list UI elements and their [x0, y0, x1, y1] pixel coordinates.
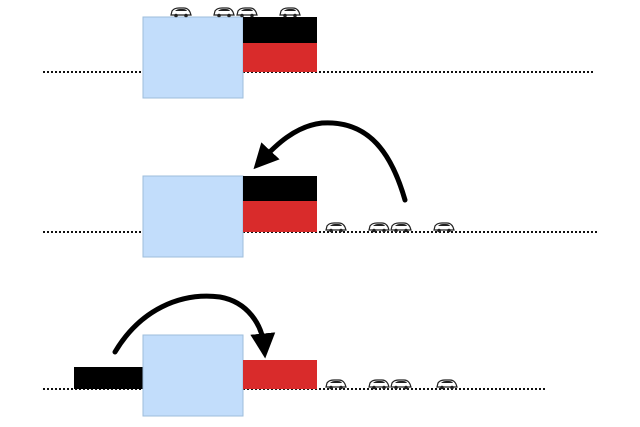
panel-1	[43, 7, 595, 99]
car-icon	[325, 222, 347, 233]
black-layer	[243, 17, 317, 43]
car-icon	[433, 222, 455, 233]
car-icon	[236, 7, 258, 18]
blue-block	[142, 175, 244, 258]
blue-block	[142, 16, 244, 99]
car-icon	[213, 7, 235, 18]
car-icon	[279, 7, 301, 18]
panel-2	[43, 120, 598, 258]
curved-arrow-icon	[112, 293, 276, 359]
car-icon	[368, 379, 390, 390]
panel-3	[43, 293, 545, 417]
curved-arrow-icon	[253, 120, 408, 203]
black-layer	[74, 367, 143, 389]
red-layer	[243, 43, 317, 72]
car-icon	[390, 222, 412, 233]
red-layer	[243, 201, 317, 232]
black-layer	[243, 176, 317, 201]
red-layer	[243, 360, 317, 389]
car-icon	[170, 7, 192, 18]
car-icon	[325, 379, 347, 390]
car-icon	[390, 379, 412, 390]
car-icon	[436, 379, 458, 390]
car-icon	[368, 222, 390, 233]
blue-block	[142, 334, 244, 417]
